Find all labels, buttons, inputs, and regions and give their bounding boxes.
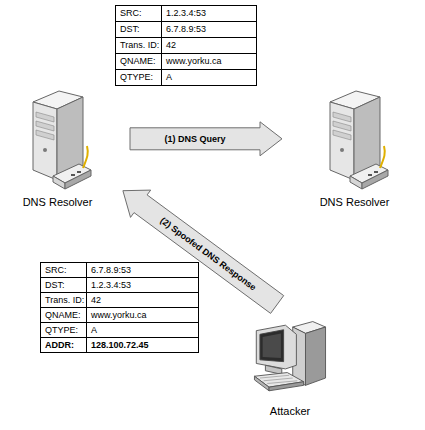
packet-row: Trans. ID:42 xyxy=(41,292,198,307)
field-name: QTYPE: xyxy=(41,323,86,337)
field-name: QTYPE: xyxy=(116,70,161,85)
server-icon xyxy=(320,88,390,193)
packet-row: Trans. ID:42 xyxy=(116,37,256,53)
arrow-label: (1) DNS Query xyxy=(163,133,228,145)
icon-shape xyxy=(33,91,91,189)
field-value: 1.2.3.4:53 xyxy=(161,6,256,21)
icon-shape xyxy=(254,322,325,391)
packet-table: SRC:1.2.3.4:53DST:6.7.8.9:53Trans. ID:42… xyxy=(115,5,257,86)
packet-table: SRC:6.7.8.9:53DST:1.2.3.4:53Trans. ID:42… xyxy=(40,262,199,353)
field-name: ADDR: xyxy=(41,338,86,352)
field-value: 42 xyxy=(86,293,198,307)
field-name: QNAME: xyxy=(41,308,86,322)
computer-icon xyxy=(249,314,331,402)
packet-row: ADDR:128.100.72.45 xyxy=(41,337,198,352)
icon-shape xyxy=(330,91,388,189)
packet-row: QTYPE:A xyxy=(116,69,256,85)
field-name: DST: xyxy=(41,278,86,292)
field-name: QNAME: xyxy=(116,54,161,69)
node-label: DNS Resolver xyxy=(5,196,110,209)
field-value: www.yorku.ca xyxy=(161,54,256,69)
packet-row: SRC:6.7.8.9:53 xyxy=(41,263,198,277)
packet-row: DST:6.7.8.9:53 xyxy=(116,21,256,37)
field-name: SRC: xyxy=(116,6,161,21)
packet-row: DST:1.2.3.4:53 xyxy=(41,277,198,292)
server-icon xyxy=(23,88,93,193)
packet-row: SRC:1.2.3.4:53 xyxy=(116,6,256,21)
attacker-computer: Attacker xyxy=(245,314,335,418)
field-name: SRC: xyxy=(41,263,86,277)
field-name: DST: xyxy=(116,22,161,37)
block-arrow xyxy=(130,122,282,156)
field-value: www.yorku.ca xyxy=(86,308,198,322)
node-label: DNS Resolver xyxy=(302,196,407,209)
packet-row: QTYPE:A xyxy=(41,322,198,337)
field-name: Trans. ID: xyxy=(116,38,161,53)
field-value: 6.7.8.9:53 xyxy=(86,263,198,277)
packet-row: QNAME:www.yorku.ca xyxy=(41,307,198,322)
dns-server: DNS Resolver xyxy=(5,88,110,209)
field-value: A xyxy=(86,323,198,337)
dns-server: DNS Resolver xyxy=(302,88,407,209)
field-value: 128.100.72.45 xyxy=(86,338,198,352)
field-value: A xyxy=(161,70,256,85)
node-label: Attacker xyxy=(245,405,335,418)
field-value: 6.7.8.9:53 xyxy=(161,22,256,37)
field-value: 42 xyxy=(161,38,256,53)
packet-row: QNAME:www.yorku.ca xyxy=(116,53,256,69)
field-value: 1.2.3.4:53 xyxy=(86,278,198,292)
field-name: Trans. ID: xyxy=(41,293,86,307)
